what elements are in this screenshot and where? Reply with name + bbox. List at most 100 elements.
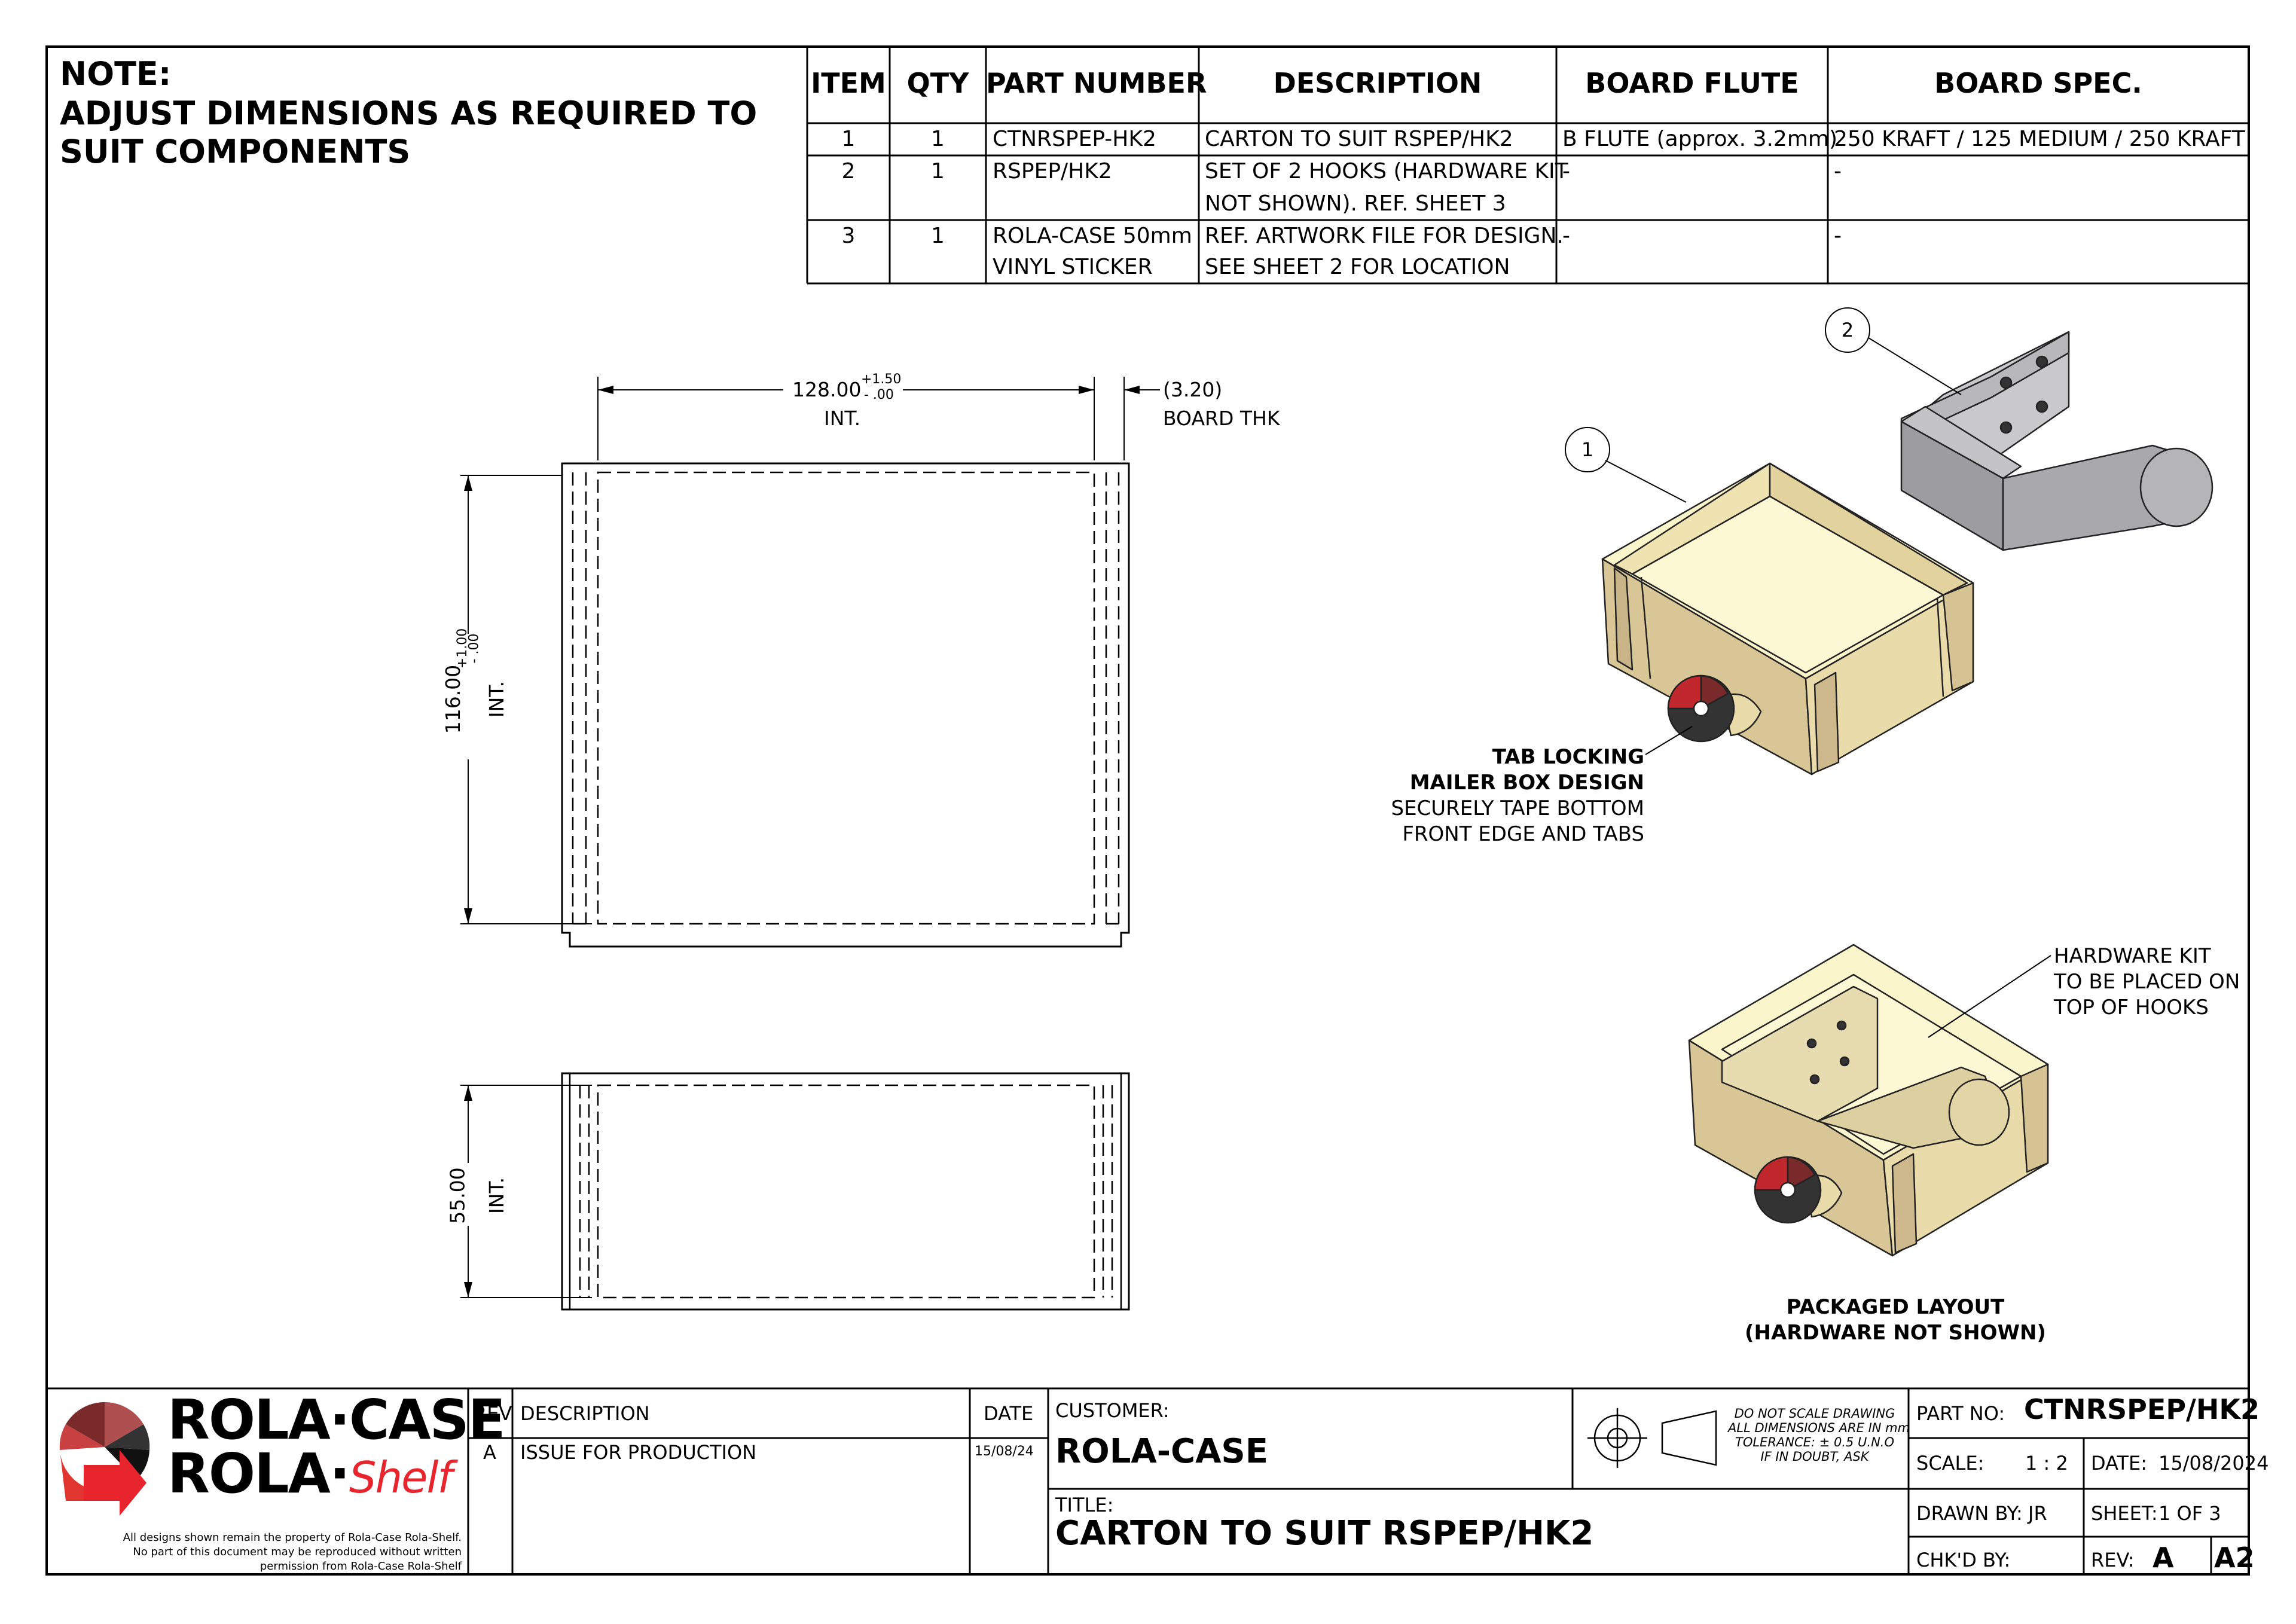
rev-desc-header: DESCRIPTION [520, 1402, 650, 1425]
logo-wheel [59, 1402, 150, 1516]
bom-row-2-flute: - [1562, 159, 1570, 184]
rev-value: A [483, 1441, 496, 1464]
width-dim-tol-upper: +1.50 [861, 372, 902, 387]
sheet-value: 1 OF 3 [2158, 1502, 2221, 1525]
caption-hardware-not-shown: (HARDWARE NOT SHOWN) [1745, 1321, 2046, 1345]
note-do-not-scale: DO NOT SCALE DRAWING [1734, 1406, 1895, 1421]
board-thk-value: (3.20) [1163, 378, 1223, 401]
bom-row-2-spec: - [1834, 159, 1842, 184]
logo-rola: ROLA·Shelf [167, 1442, 453, 1507]
bom-row-3-part-2: VINYL STICKER [993, 255, 1153, 279]
bom-row-2-desc-2: NOT SHOWN). REF. SHEET 3 [1205, 191, 1506, 216]
logo-shelf-text: Shelf [349, 1452, 453, 1503]
rev-letter: A [2152, 1541, 2174, 1574]
callout-leaders [1645, 726, 2051, 1038]
bom-row-1-item: 1 [841, 127, 856, 151]
copyright-line-1: All designs shown remain the property of… [123, 1531, 462, 1544]
height-dim-label: INT. [485, 680, 509, 718]
projection-symbol [1587, 1408, 1717, 1468]
height-dim-tol-lower: - .00 [466, 633, 482, 664]
rev-date-header: DATE [984, 1402, 1034, 1425]
copyright-line-2: No part of this document may be reproduc… [133, 1546, 462, 1558]
bom-row-1-flute: B FLUTE (approx. 3.2mm) [1562, 127, 1838, 151]
drawn-by-value: JR [2028, 1502, 2047, 1525]
rev-description: ISSUE FOR PRODUCTION [520, 1441, 757, 1464]
balloon-1: 1 [1581, 438, 1594, 461]
bom-header-item: ITEM [811, 67, 886, 99]
bom-row-3-item: 3 [841, 224, 856, 248]
height-dimension [460, 475, 592, 924]
note-heading: NOTE: [60, 55, 172, 93]
width-dim-tol-lower: - .00 [864, 387, 894, 402]
part-no-label: PART NO: [1916, 1402, 2005, 1425]
title-label: TITLE: [1055, 1494, 1114, 1516]
customer-name: ROLA-CASE [1055, 1432, 1269, 1471]
bom-row-2-part: RSPEP/HK2 [993, 159, 1112, 184]
bom-row-1-desc: CARTON TO SUIT RSPEP/HK2 [1205, 127, 1513, 151]
bom-row-1-part: CTNRSPEP-HK2 [993, 127, 1156, 151]
scale-value: 1 : 2 [2025, 1452, 2068, 1475]
note-line-2: SUIT COMPONENTS [60, 133, 411, 170]
bom-row-3-desc-1: REF. ARTWORK FILE FOR DESIGN. [1205, 224, 1564, 248]
depth-dim-value: 55.00 [445, 1167, 469, 1224]
note-if-in-doubt: IF IN DOUBT, ASK [1760, 1449, 1869, 1464]
callout-mailer-box: MAILER BOX DESIGN [1409, 771, 1644, 795]
width-dimension [597, 377, 1160, 460]
callout-placed-on: TO BE PLACED ON [2054, 970, 2240, 994]
callout-tab-locking: TAB LOCKING [1492, 745, 1644, 769]
plan-view [561, 462, 1130, 948]
bom-row-2-qty: 1 [931, 159, 945, 184]
callout-tape-bottom: SECURELY TAPE BOTTOM [1391, 796, 1644, 820]
height-dim-value: 116.00 [441, 664, 465, 734]
note-line-1: ADJUST DIMENSIONS AS REQUIRED TO [60, 94, 758, 132]
depth-dimension [460, 1085, 592, 1298]
bom-row-3-flute: - [1562, 224, 1570, 248]
scale-label: SCALE: [1916, 1452, 1984, 1475]
rev-header: REV [474, 1402, 512, 1425]
depth-dim-label: INT. [485, 1177, 509, 1214]
board-thk-label: BOARD THK [1163, 407, 1280, 430]
bom-row-3-desc-2: SEE SHEET 2 FOR LOCATION [1205, 255, 1510, 279]
bom-row-3-part-1: ROLA-CASE 50mm [993, 224, 1192, 248]
customer-label: CUSTOMER: [1055, 1399, 1170, 1422]
bom-row-2-item: 2 [841, 159, 856, 184]
balloon-leaders [1565, 307, 1962, 503]
iso-hooks [1900, 331, 2213, 551]
bom-header-board-flute: BOARD FLUTE [1585, 67, 1799, 99]
iso-carton [1601, 462, 1974, 776]
sheet-border [45, 45, 2250, 1576]
drawing-title: CARTON TO SUIT RSPEP/HK2 [1055, 1514, 1594, 1553]
note-dimensions-mm: ALL DIMENSIONS ARE IN mm [1728, 1421, 1910, 1435]
rev-date: 15/08/24 [975, 1444, 1034, 1459]
callout-top-of-hooks: TOP OF HOOKS [2054, 996, 2209, 1019]
balloon-2: 2 [1841, 319, 1854, 341]
callout-front-edge: FRONT EDGE AND TABS [1402, 822, 1644, 846]
note-tolerance: TOLERANCE: ± 0.5 U.N.O [1735, 1435, 1894, 1449]
front-view [561, 1072, 1130, 1311]
sheet-size: A2 [2214, 1541, 2255, 1574]
bom-header-description: DESCRIPTION [1273, 67, 1482, 99]
caption-packaged-layout: PACKAGED LAYOUT [1786, 1295, 2005, 1319]
bom-header-qty: QTY [906, 67, 969, 99]
date-value: 15/08/2024 [2158, 1452, 2269, 1475]
bom-header-board-spec: BOARD SPEC. [1934, 67, 2142, 99]
bom-row-3-spec: - [1834, 224, 1842, 248]
checked-by-label: CHK'D BY: [1916, 1549, 2011, 1571]
logo-rola-case: ROLA·CASE [167, 1388, 506, 1452]
bom-row-3-qty: 1 [931, 224, 945, 248]
bom-header-part-number: PART NUMBER [986, 67, 1207, 99]
part-no-value: CTNRSPEP/HK2 [2024, 1393, 2260, 1425]
bom-row-1-spec: 250 KRAFT / 125 MEDIUM / 250 KRAFT [1834, 127, 2245, 151]
drawn-by-label: DRAWN BY: [1916, 1502, 2023, 1525]
callout-hardware-kit: HARDWARE KIT [2054, 944, 2211, 968]
bom-row-2-desc-1: SET OF 2 HOOKS (HARDWARE KIT [1205, 159, 1568, 184]
bom-table-lines [806, 47, 2249, 285]
iso-packaged [1688, 944, 2049, 1257]
width-dim-label: INT. [824, 407, 861, 430]
date-label: DATE: [2091, 1452, 2148, 1475]
logo-rola-text: ROLA· [167, 1442, 350, 1506]
rev-label: REV: [2091, 1549, 2135, 1571]
copyright-line-3: permission from Rola-Case Rola-Shelf [259, 1560, 462, 1573]
